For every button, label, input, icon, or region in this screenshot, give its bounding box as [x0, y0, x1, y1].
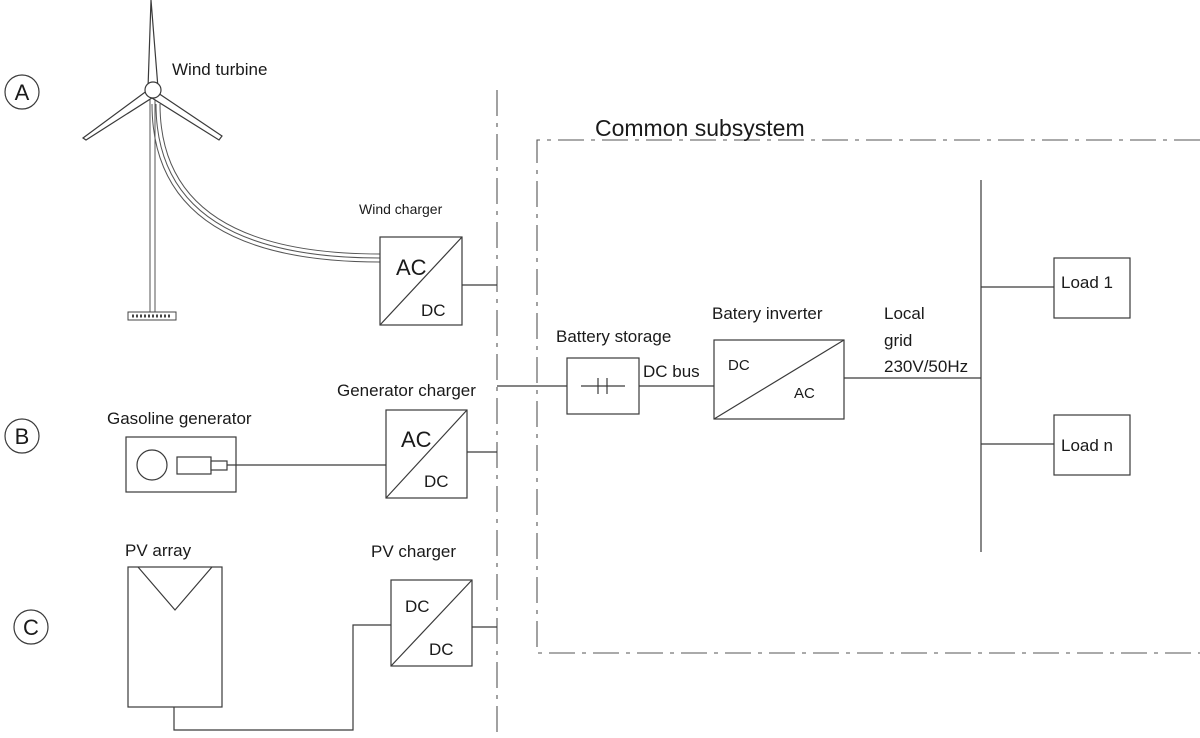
marker-c-letter: C	[23, 615, 39, 640]
battery-inverter-label: Batery inverter	[712, 304, 823, 323]
battery-storage-label: Battery storage	[556, 327, 671, 346]
pv-cable	[173, 624, 391, 731]
marker-b: B	[4, 418, 40, 454]
marker-b-circle	[4, 418, 40, 454]
common-subsystem-boundary	[536, 139, 1200, 654]
load-n-box: Load n	[1053, 414, 1131, 476]
gasoline-generator-icon	[125, 436, 237, 493]
common-subsystem-title: Common subsystem	[595, 115, 805, 141]
local-grid-label-1: Local	[884, 304, 925, 323]
load-1-box: Load 1	[1053, 257, 1131, 319]
local-grid-label-2: grid	[884, 331, 912, 350]
local-grid-label-3: 230V/50Hz	[884, 357, 968, 376]
marker-a: A	[4, 74, 40, 110]
pv-array-label: PV array	[125, 541, 192, 560]
pv-charger-in: DC	[405, 597, 430, 616]
generator-charger-out: DC	[424, 472, 449, 491]
wind-charger-label: Wind charger	[359, 201, 443, 217]
battery-inverter-in: DC	[728, 357, 750, 374]
generator-charger-in: AC	[401, 427, 432, 452]
wind-charger-out: DC	[421, 301, 446, 320]
marker-b-letter: B	[15, 424, 30, 449]
generator-charger-box: AC DC	[385, 409, 468, 499]
wind-charger-in: AC	[396, 255, 427, 280]
marker-a-letter: A	[15, 80, 30, 105]
marker-c: C	[13, 609, 49, 645]
pv-array-icon	[127, 566, 223, 708]
generator-charger-label: Generator charger	[337, 381, 476, 400]
dc-bus-label: DC bus	[643, 362, 700, 381]
battery-icon	[566, 357, 640, 415]
pv-charger-label: PV charger	[371, 542, 456, 561]
wind-turbine-label: Wind turbine	[172, 60, 267, 79]
wind-charger-box: AC DC	[379, 236, 463, 326]
gasoline-generator-label: Gasoline generator	[107, 409, 252, 428]
battery-inverter-box: DC AC	[713, 339, 845, 420]
battery-inverter-out: AC	[794, 385, 815, 402]
load-n-label: Load n	[1061, 436, 1113, 455]
wind-turbine-icon	[81, 0, 381, 321]
marker-c-circle	[13, 609, 49, 645]
pv-charger-box: DC DC	[390, 579, 473, 667]
marker-a-circle	[4, 74, 40, 110]
load-1-label: Load 1	[1061, 273, 1113, 292]
pv-charger-out: DC	[429, 640, 454, 659]
